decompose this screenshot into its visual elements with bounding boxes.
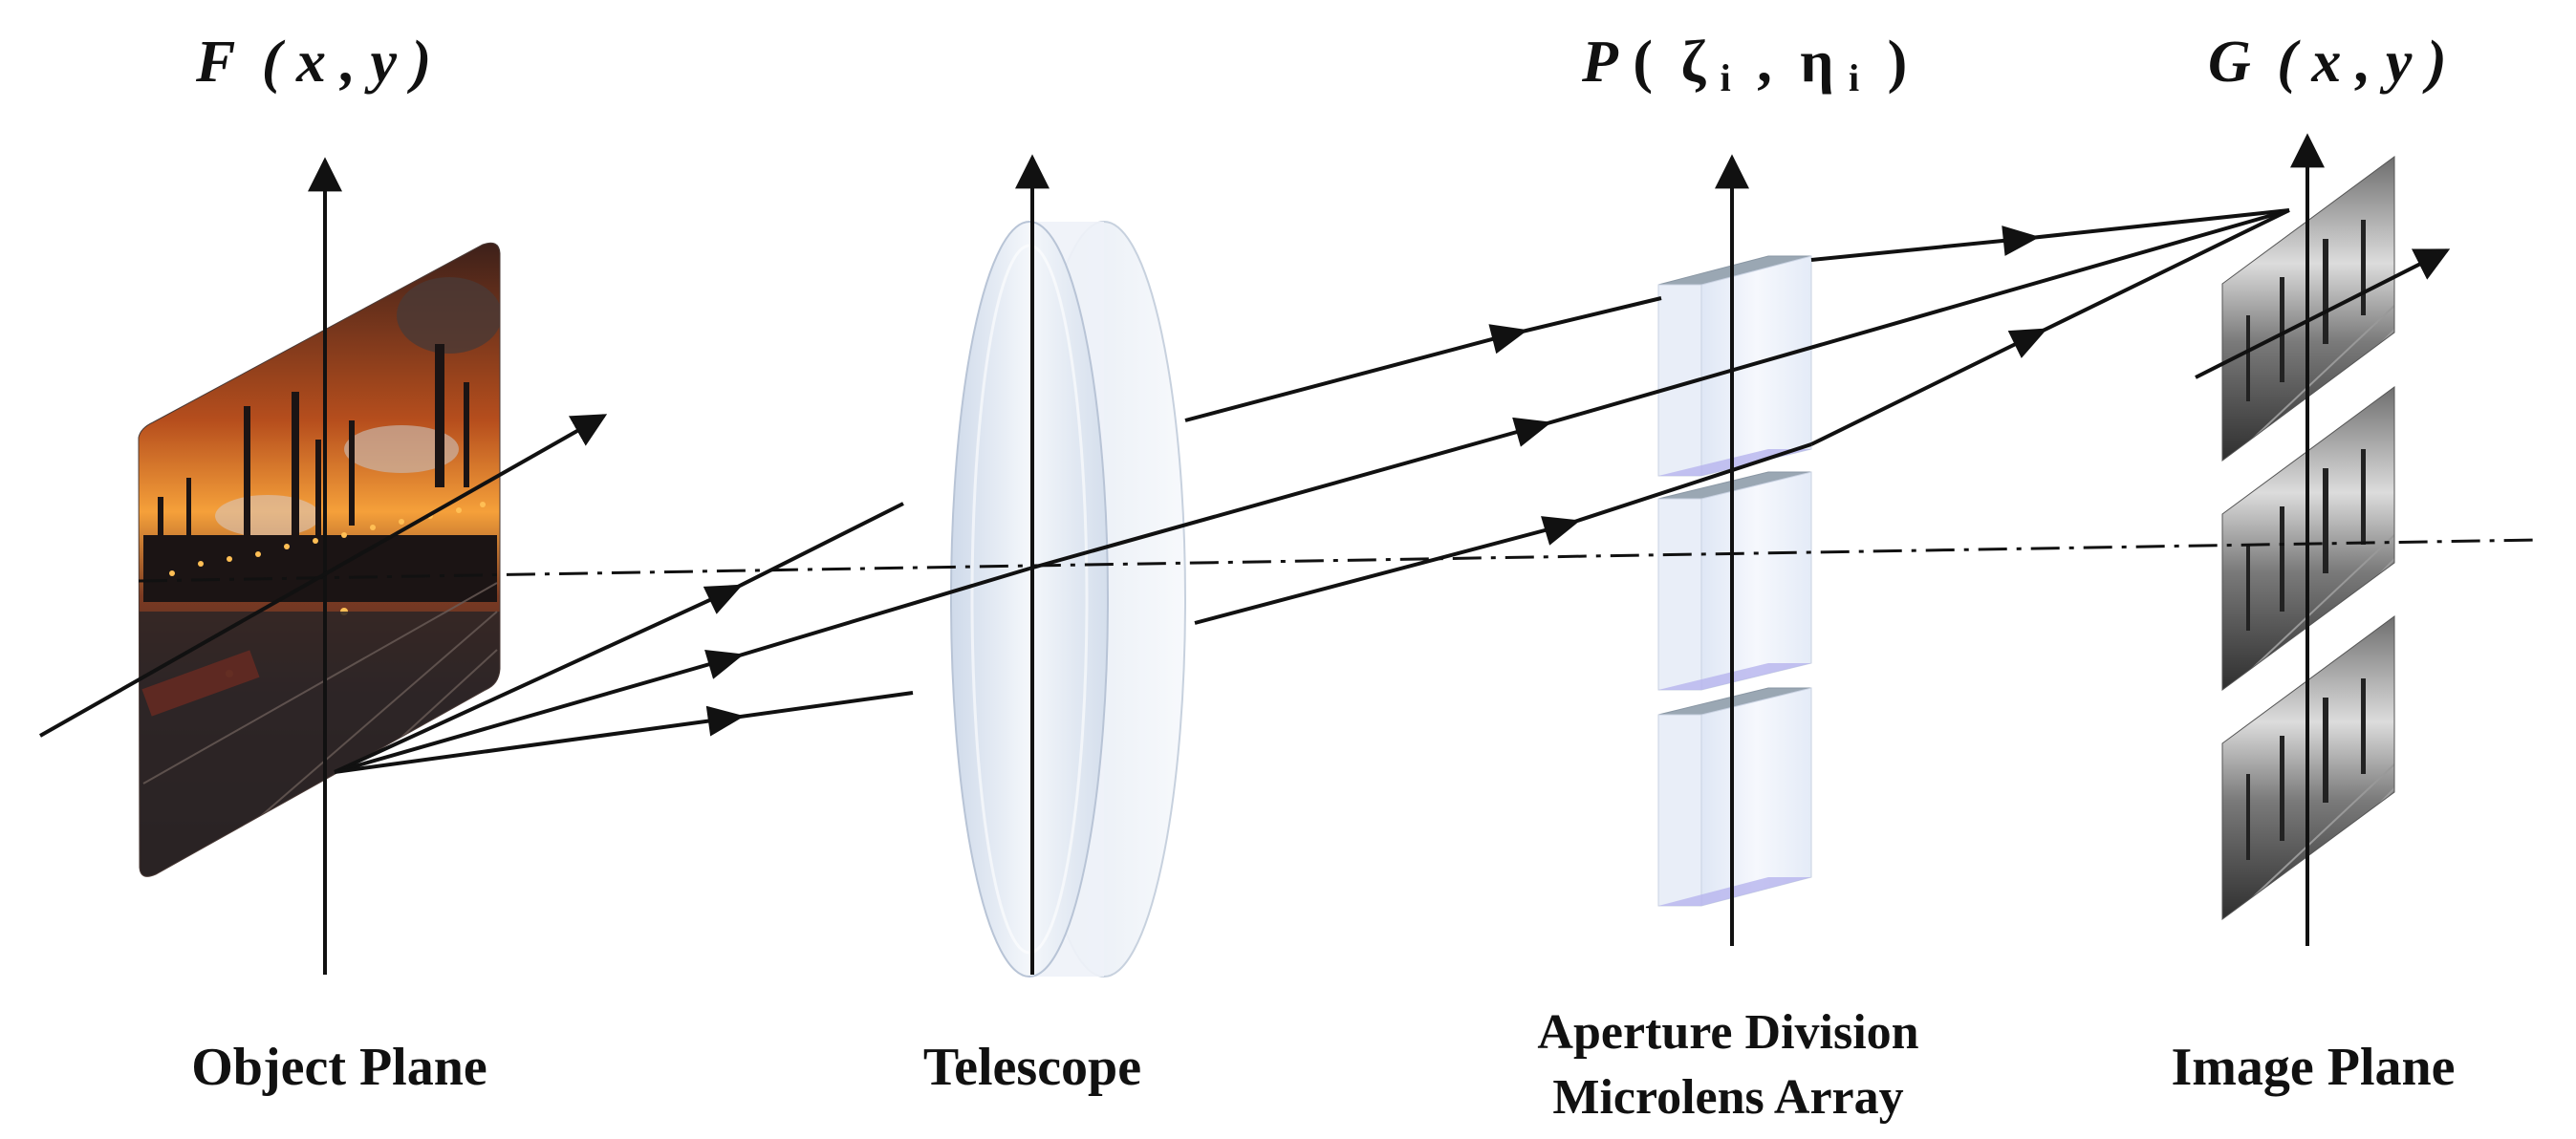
ray-lower-mid [1194, 442, 1812, 625]
aperture-division-label: Aperture Division [1537, 1005, 1918, 1060]
microlens-element [1657, 471, 1812, 691]
ray-upper-outgoing [1810, 208, 2290, 262]
light-rays [334, 208, 2290, 774]
microlens-element [1657, 687, 1812, 907]
telescope-lens [950, 221, 1186, 978]
object-function-label: F ( x , y ) [195, 30, 431, 95]
ray-lower-outgoing [1810, 208, 2290, 446]
image-plane-label: Image Plane [2171, 1038, 2455, 1097]
image-depth-axis [2195, 248, 2451, 379]
optical-axis [138, 538, 2539, 583]
telescope-label: Telescope [923, 1038, 1141, 1097]
ray-upper-mid [1184, 296, 1662, 422]
vertical-axes [308, 133, 2325, 975]
object-plane [138, 242, 501, 877]
object-plane-label: Object Plane [191, 1038, 487, 1097]
pupil-function-label: P ( ζ i , η i ) [1581, 30, 1907, 104]
ray-middle-incoming [334, 567, 1030, 774]
ray-upper-incoming [334, 502, 904, 774]
ray-lower-incoming [334, 691, 914, 774]
ray-middle-mid [1028, 208, 2290, 570]
image-function-label: G ( x , y ) [2208, 30, 2447, 95]
microlens-array-label: Microlens Array [1552, 1070, 1903, 1125]
object-depth-axis [39, 414, 608, 738]
microlens-element [1657, 255, 1812, 477]
object-scene-image [139, 243, 500, 877]
